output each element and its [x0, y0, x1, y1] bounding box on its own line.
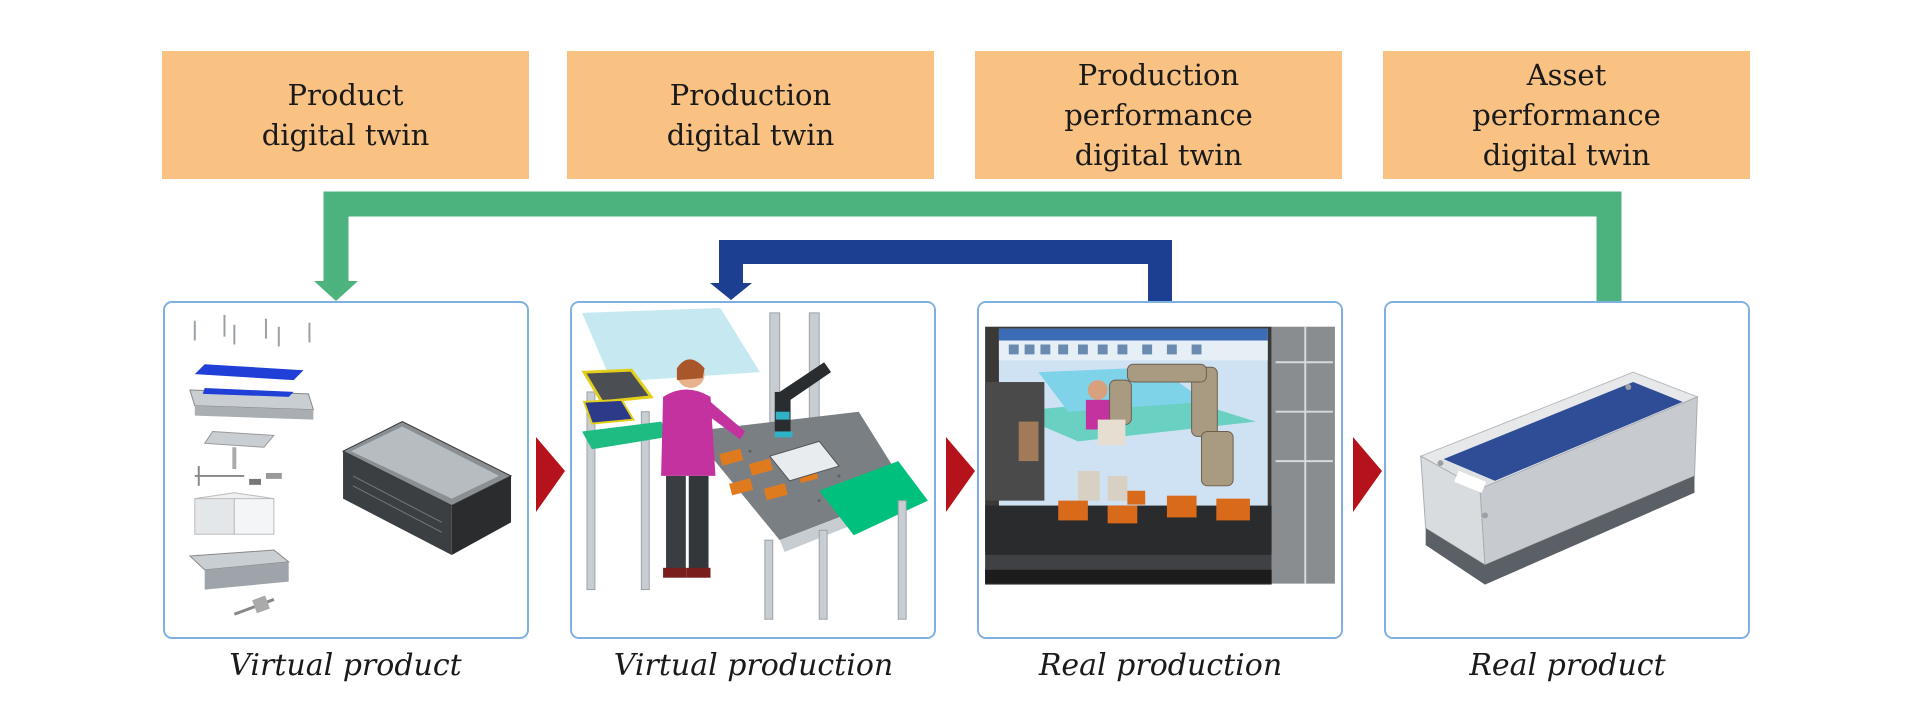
real-production-caption: Real production [1038, 648, 1283, 683]
virtual-production-panel [570, 301, 936, 639]
real-product-image [1386, 303, 1748, 637]
outer-feedback-loop [323, 191, 1622, 301]
twin-label-line: performance [1064, 98, 1253, 132]
twin-label-line: digital twin [666, 118, 835, 152]
virtual-product-image [188, 314, 513, 616]
twin-label-line: Asset [1526, 58, 1607, 92]
inner-feedback-loop [719, 240, 1172, 301]
step-arrow-1 [536, 437, 565, 512]
virtual-product-caption: Virtual product [229, 648, 462, 683]
twin-label-line: performance [1472, 98, 1661, 132]
virtual-production-image [572, 303, 934, 637]
real-production-panel [977, 301, 1343, 639]
twin-label-line: digital twin [1482, 138, 1651, 172]
real-product-caption: Real product [1469, 648, 1666, 683]
twin-label-line: digital twin [261, 118, 430, 152]
step-arrow-2 [946, 437, 975, 512]
production-performance-digital-twin-box: Production performance digital twin [975, 51, 1342, 179]
real-production-image [979, 303, 1341, 637]
twin-label-line: Product [287, 78, 404, 112]
outer-loop-arrowhead [314, 281, 358, 301]
virtual-product-panel [163, 301, 529, 639]
twin-label-line: Production [669, 78, 832, 112]
production-digital-twin-box: Production digital twin [567, 51, 934, 179]
real-product-panel [1384, 301, 1750, 639]
asset-performance-digital-twin-box: Asset performance digital twin [1383, 51, 1750, 179]
product-digital-twin-box: Product digital twin [162, 51, 529, 179]
virtual-production-caption: Virtual production [613, 648, 894, 683]
twin-label-line: digital twin [1074, 138, 1243, 172]
inner-loop-arrowhead [710, 283, 752, 300]
twin-label-line: Production [1077, 58, 1240, 92]
step-arrow-3 [1353, 437, 1382, 512]
